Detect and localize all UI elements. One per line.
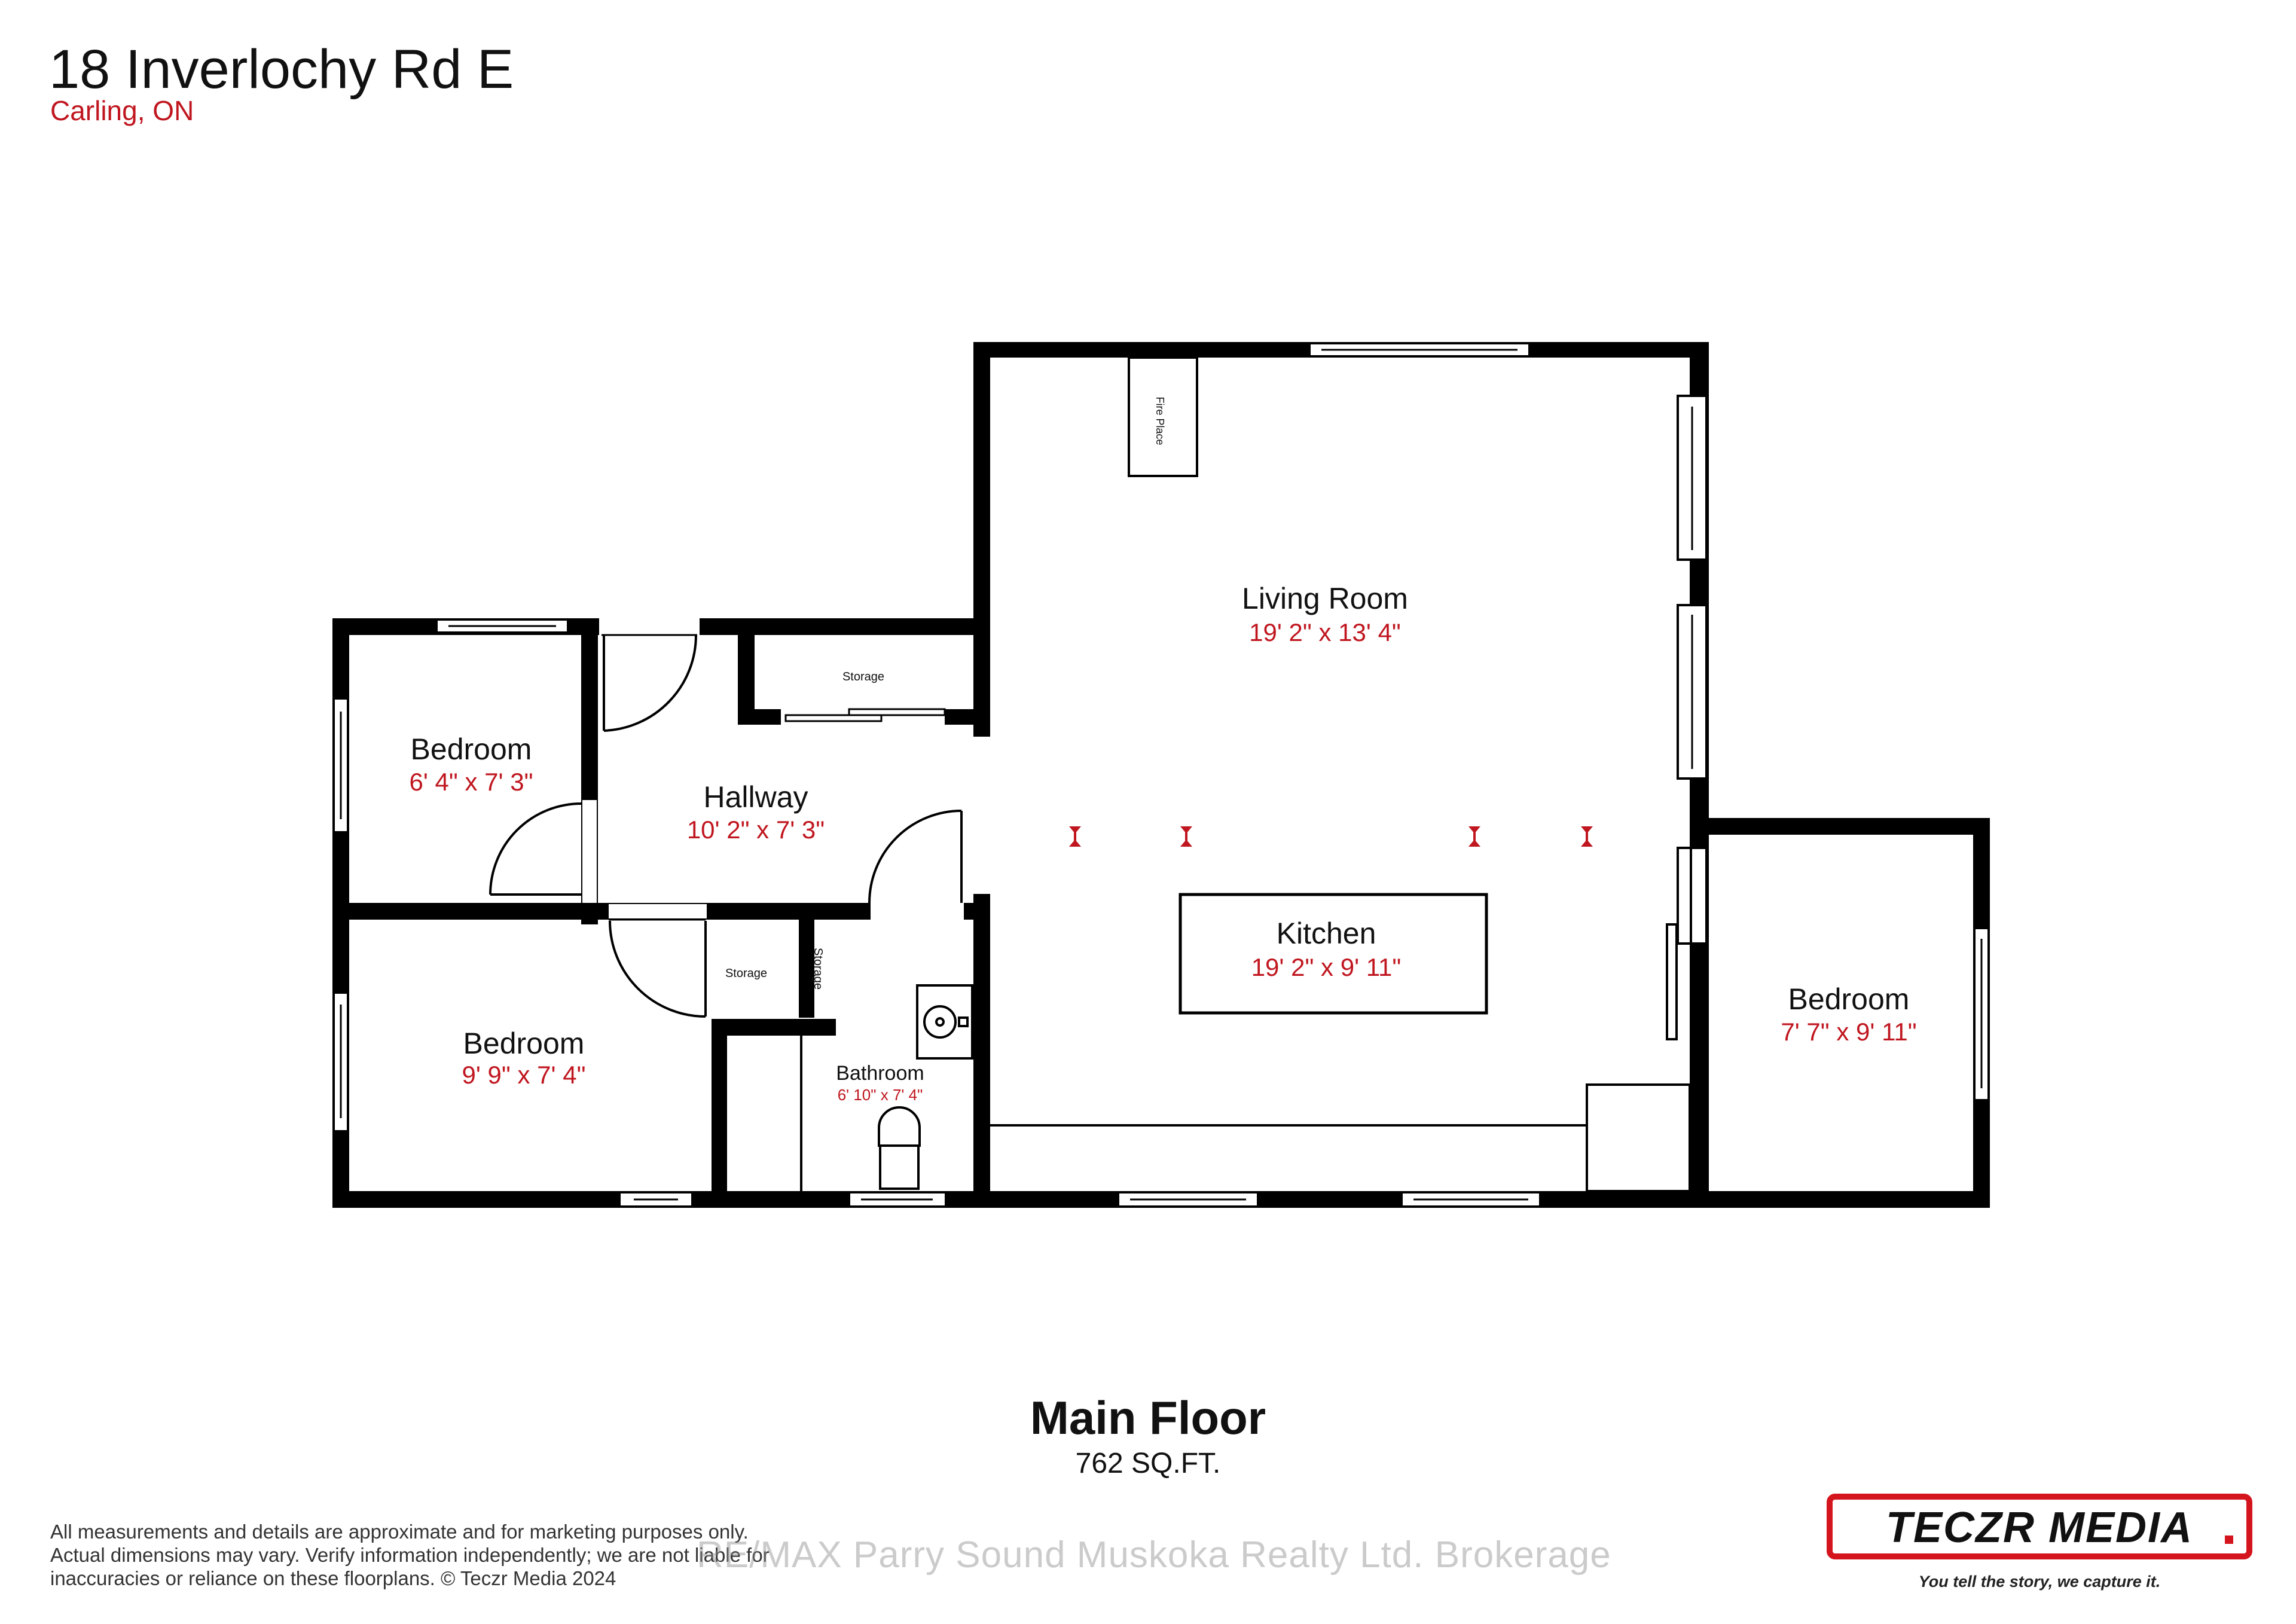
ceiling-light-icons (1069, 826, 1593, 847)
disclaimer-line-3: inaccuracies or reliance on these floorp… (50, 1567, 616, 1589)
kitchen-cabinet-shape (1586, 1083, 1691, 1192)
kitchen-island-shape (1178, 893, 1488, 1015)
bedroom-3-name: Bedroom (1788, 982, 1910, 1016)
disclaimer-line-1: All measurements and details are approxi… (50, 1521, 749, 1543)
bedroom-3-dims: 7' 7" x 9' 11" (1781, 1018, 1916, 1046)
living-room-dims: 19' 2" x 13' 4" (1249, 618, 1401, 646)
teczr-media-logo: TECZR MEDIA (1827, 1494, 2252, 1559)
disclaimer: All measurements and details are approxi… (50, 1520, 770, 1590)
ceiling-light-stems (1074, 832, 1588, 841)
kitchen-dims: 19' 2" x 9' 11" (1251, 953, 1402, 981)
window-panes (340, 349, 1983, 1201)
bathroom-name: Bathroom (836, 1062, 924, 1085)
property-city: Carling, ON (50, 95, 194, 126)
bedroom-door-panel (1666, 923, 1678, 1040)
bedroom-2-name: Bedroom (463, 1027, 585, 1060)
hallway-dims: 10' 2" x 7' 3" (687, 816, 825, 844)
room-labels: Living Room 19' 2" x 13' 4" Kitchen 19' … (410, 396, 1917, 1104)
hallway-name: Hallway (703, 780, 808, 814)
fireplace-label: Fire Place (1154, 396, 1166, 445)
bedroom-1-dims: 6' 4" x 7' 3" (410, 768, 533, 796)
door-openings (582, 618, 964, 920)
sink-shape (916, 984, 973, 1060)
logo-text: TECZR MEDIA (1886, 1504, 2193, 1552)
storage-mid-label: Storage (725, 967, 767, 980)
fixtures (800, 356, 1691, 1192)
fireplace-shape (1128, 356, 1198, 477)
bedroom-door-opening (1690, 847, 1708, 945)
brokerage-watermark: RE/MAX Parry Sound Muskoka Realty Ltd. B… (697, 1534, 1611, 1576)
bathroom-dims: 6' 10" x 7' 4" (838, 1086, 923, 1104)
kitchen-name: Kitchen (1277, 917, 1376, 950)
living-room-name: Living Room (1242, 582, 1408, 615)
door-swings (489, 634, 963, 1018)
bedroom-1-name: Bedroom (411, 732, 532, 766)
floor-name: Main Floor (1030, 1391, 1266, 1444)
brand-tagline: You tell the story, we capture it. (1918, 1573, 2161, 1591)
storage-top-label: Storage (842, 670, 884, 683)
property-address: 18 Inverlochy Rd E (49, 39, 514, 100)
bedroom-2-dims: 9' 9" x 7' 4" (462, 1061, 586, 1089)
toilet-shape (878, 1106, 921, 1147)
floor-area: 762 SQ.FT. (1075, 1448, 1221, 1479)
disclaimer-line-2: Actual dimensions may vary. Verify infor… (50, 1544, 770, 1566)
logo-accent-icon (2225, 1536, 2233, 1544)
storage-vertical-label: Storage (811, 948, 825, 990)
